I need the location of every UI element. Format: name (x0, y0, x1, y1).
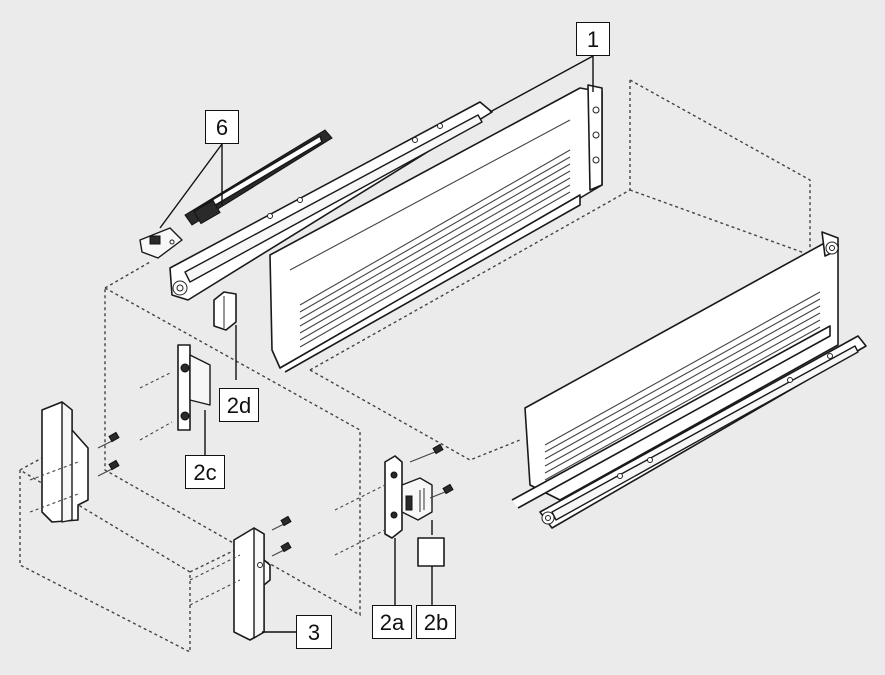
label-part-3: 3 (296, 615, 332, 649)
screws-2c (139, 371, 173, 441)
label-part-2c: 2c (185, 455, 225, 489)
front-screws (97, 431, 120, 477)
bracket-2a (384, 455, 403, 539)
leader-lines (159, 55, 594, 633)
left-drawer-side (269, 84, 603, 373)
label-part-2d: 2d (219, 388, 259, 422)
left-runner (169, 101, 493, 301)
right-drawer-side (511, 231, 839, 509)
cap-2b (417, 537, 445, 567)
bracket-3 (189, 515, 292, 641)
label-part-1: 1 (576, 22, 610, 56)
right-runner (539, 335, 867, 529)
bracket-2c (177, 344, 211, 431)
label-part-2a: 2a (372, 605, 412, 639)
label-part-2b: 2b (416, 605, 456, 639)
label-part-6: 6 (205, 110, 239, 144)
bracket-3-screws (271, 515, 292, 557)
left-front-fixing (29, 401, 120, 523)
clip-2b (401, 477, 433, 521)
left-side-ribs (289, 119, 571, 348)
screws-2a (334, 443, 454, 556)
damper-bracket (139, 227, 183, 259)
left-front-panel-outline (104, 261, 361, 617)
cap-2d (213, 291, 237, 331)
drawer-bottom-outline (309, 79, 811, 461)
